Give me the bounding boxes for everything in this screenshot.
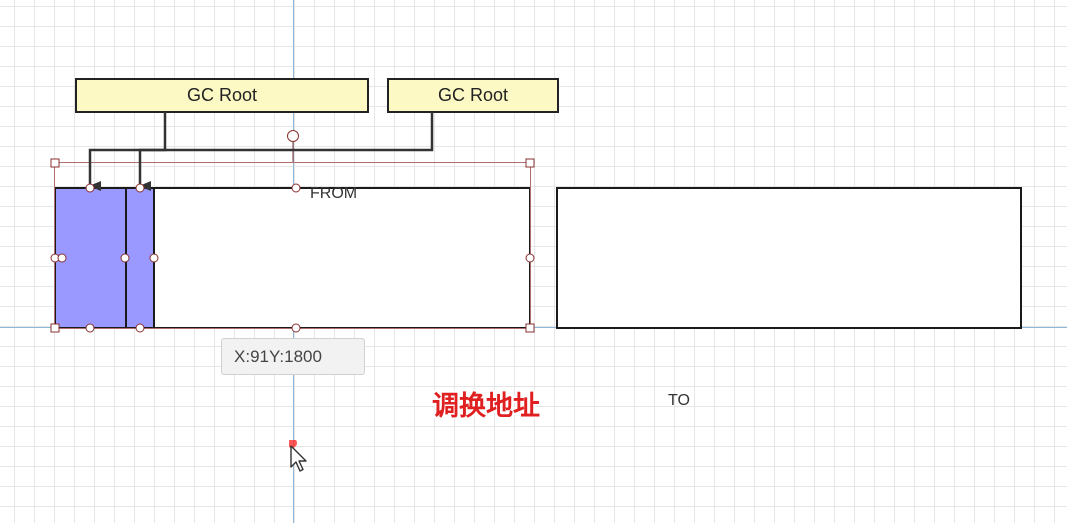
swap-address-caption: 调换地址 (432, 391, 540, 422)
connection-point[interactable] (135, 183, 145, 193)
connection-point[interactable] (85, 183, 95, 193)
x-coordinate-label: X: (234, 346, 251, 366)
coordinate-tooltip: X: 91 Y: 1800 (221, 338, 365, 375)
rotate-handle[interactable] (287, 130, 299, 142)
y-coordinate-value: 1800 (284, 346, 322, 366)
connection-point[interactable] (149, 253, 159, 263)
connection-point[interactable] (291, 323, 301, 333)
connection-point[interactable] (57, 253, 67, 263)
gc-root-label-2: GC Root (437, 85, 509, 105)
gc-root-1-arrow (88, 112, 167, 191)
connection-point[interactable] (291, 183, 301, 193)
connection-point[interactable] (85, 323, 95, 333)
gc-root-label-1: GC Root (186, 85, 258, 105)
x-coordinate-value: 91 (250, 346, 269, 366)
gc-root-box-1[interactable]: GC Root (75, 78, 369, 113)
connection-point[interactable] (120, 253, 130, 263)
gc-root-2-arrow (138, 112, 434, 191)
mouse-cursor-icon (289, 440, 307, 472)
connection-point[interactable] (525, 253, 535, 263)
from-label: FROM (310, 185, 358, 202)
connection-point[interactable] (135, 323, 145, 333)
y-coordinate-label: Y: (268, 346, 285, 366)
resize-handle-bottom-left[interactable] (50, 323, 60, 333)
gc-root-box-2[interactable]: GC Root (387, 78, 559, 113)
to-region[interactable] (556, 187, 1022, 329)
resize-handle-bottom-right[interactable] (525, 323, 535, 333)
resize-handle-top-left[interactable] (50, 158, 60, 168)
resize-handle-top-right[interactable] (525, 158, 535, 168)
to-label: TO (668, 392, 690, 409)
